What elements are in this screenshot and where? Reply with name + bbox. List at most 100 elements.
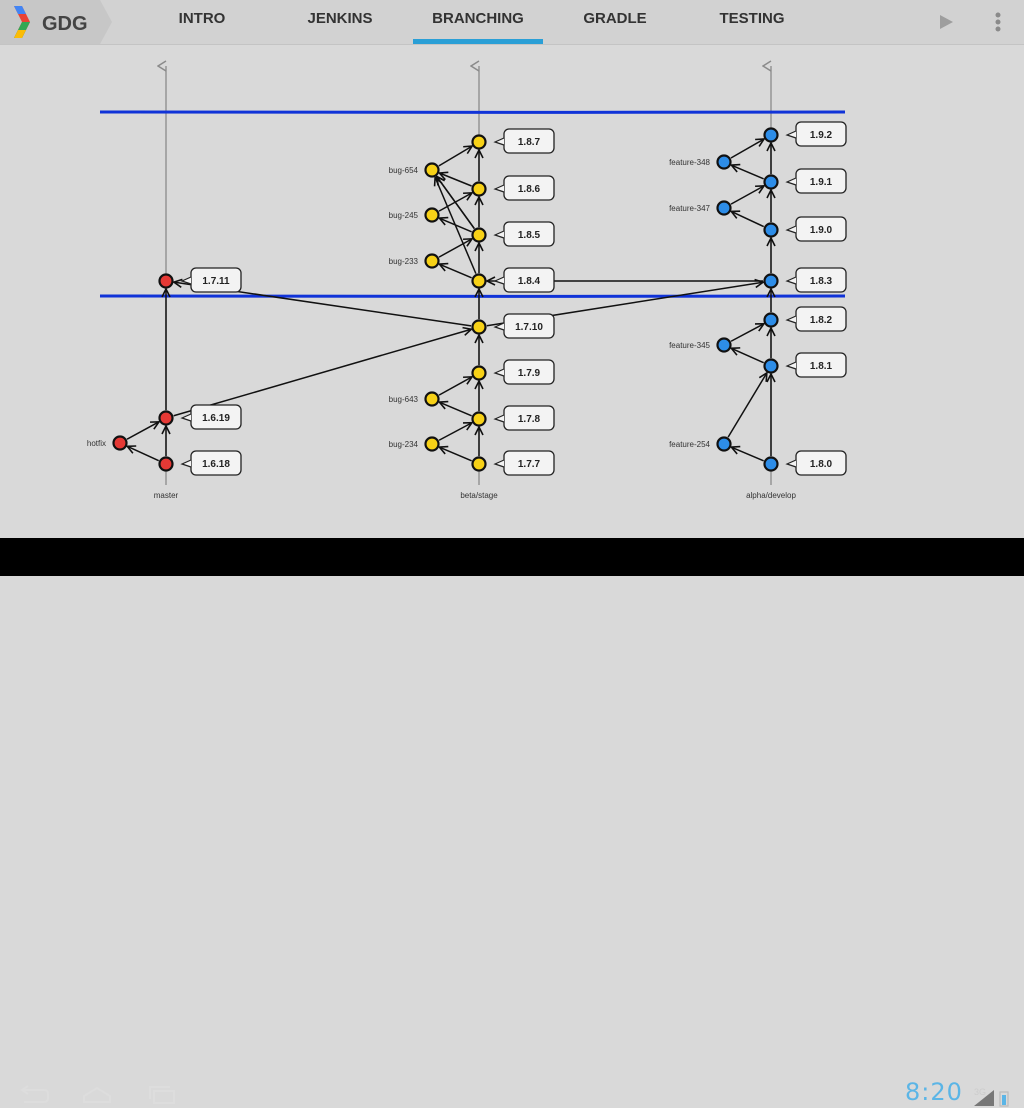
commit-node [763, 358, 779, 374]
version-label: 1.9.2 [810, 130, 833, 141]
bubble-pointer [493, 276, 505, 285]
play-icon[interactable] [934, 10, 958, 34]
version-label: 1.7.7 [518, 459, 541, 470]
commit-arrow [730, 324, 764, 342]
bubble-pointer [180, 413, 192, 422]
commit-arrow [439, 402, 472, 417]
commit-arrow [127, 446, 160, 462]
version-label: 1.9.0 [810, 225, 833, 236]
gdg-logo[interactable]: GDG [0, 0, 112, 44]
overflow-menu-icon[interactable] [988, 10, 1008, 34]
commit-node [471, 273, 487, 289]
version-label: 1.8.6 [518, 184, 541, 195]
lane-label: beta/stage [460, 491, 498, 500]
system-nav-bar: 8:20 3G [0, 538, 1024, 1107]
bubble-pointer [493, 414, 505, 423]
commit-node [716, 337, 732, 353]
version-label: 1.7.8 [518, 414, 541, 425]
commit-node [112, 435, 128, 451]
tab-testing[interactable]: TESTING [719, 10, 785, 27]
bubble-pointer [785, 315, 797, 324]
signal-icon: 3G [974, 1087, 1009, 1107]
version-label: 1.8.2 [810, 315, 833, 326]
bubble-pointer [785, 361, 797, 370]
tab-branching[interactable]: BRANCHING [413, 0, 543, 44]
commit-arrow [727, 373, 767, 438]
commit-node [471, 181, 487, 197]
branch-label: hotfix [87, 439, 106, 448]
tab-intro[interactable]: INTRO [178, 10, 226, 27]
commit-node [716, 154, 732, 170]
commit-arrow [173, 329, 472, 417]
commit-arrow [439, 447, 472, 462]
network-type: 3G [974, 1087, 986, 1097]
bubble-pointer [493, 368, 505, 377]
branch-label: bug-234 [389, 440, 419, 449]
commit-arrow [126, 422, 159, 440]
bubble-pointer [785, 276, 797, 285]
bubble-pointer [493, 137, 505, 146]
bubble-pointer [493, 459, 505, 468]
version-label: 1.8.7 [518, 137, 541, 148]
bubble-pointer [493, 322, 505, 331]
commit-node [424, 207, 440, 223]
commit-node [471, 456, 487, 472]
commit-arrow [730, 186, 764, 205]
commit-node [471, 134, 487, 150]
back-icon[interactable] [16, 1084, 50, 1106]
commit-node [716, 200, 732, 216]
tab-jenkins[interactable]: JENKINS [307, 10, 373, 27]
commit-node [424, 436, 440, 452]
commit-node [763, 456, 779, 472]
commit-node [471, 227, 487, 243]
version-label: 1.7.11 [202, 276, 230, 287]
recent-apps-icon[interactable] [146, 1084, 180, 1106]
commit-arrow [731, 165, 764, 180]
commit-arrow [730, 139, 764, 159]
commit-node [424, 391, 440, 407]
version-label: 1.9.1 [810, 177, 833, 188]
bubble-pointer [493, 230, 505, 239]
commit-arrow [439, 264, 472, 279]
branch-label: feature-347 [669, 204, 710, 213]
branch-label: bug-245 [389, 211, 419, 220]
commit-node [471, 319, 487, 335]
commit-node [424, 253, 440, 269]
branch-label: bug-654 [389, 166, 419, 175]
commit-arrow [731, 348, 765, 364]
commit-node [763, 312, 779, 328]
branch-label: feature-345 [669, 341, 710, 350]
commit-arrow [438, 193, 472, 212]
lane-label: master [154, 491, 179, 500]
commit-arrow [439, 173, 472, 187]
bubble-pointer [180, 276, 192, 285]
commit-node [763, 273, 779, 289]
version-label: 1.6.18 [202, 459, 230, 470]
commit-node [424, 162, 440, 178]
commit-node [763, 222, 779, 238]
branch-label: bug-643 [389, 395, 419, 404]
version-label: 1.8.4 [518, 276, 541, 287]
bubble-pointer [785, 177, 797, 186]
commit-node [763, 127, 779, 143]
version-label: 1.8.0 [810, 459, 833, 470]
logo-text: GDG [42, 13, 88, 35]
commit-node [763, 174, 779, 190]
commit-node [158, 410, 174, 426]
commit-arrow [439, 218, 472, 233]
version-label: 1.7.9 [518, 368, 541, 379]
bubble-pointer [180, 459, 192, 468]
status-clock: 8:20 [905, 1078, 963, 1106]
commit-node [471, 411, 487, 427]
version-label: 1.8.3 [810, 276, 833, 287]
commit-arrow [438, 377, 472, 396]
version-label: 1.7.10 [515, 322, 543, 333]
tab-gradle[interactable]: GRADLE [583, 10, 647, 27]
release-line [99, 109, 846, 115]
bubble-pointer [493, 184, 505, 193]
action-bar: GDG INTRO JENKINS BRANCHING GRADLE TESTI… [0, 0, 1024, 45]
home-icon[interactable] [80, 1084, 114, 1106]
version-label: 1.8.5 [518, 230, 541, 241]
commit-node [471, 365, 487, 381]
